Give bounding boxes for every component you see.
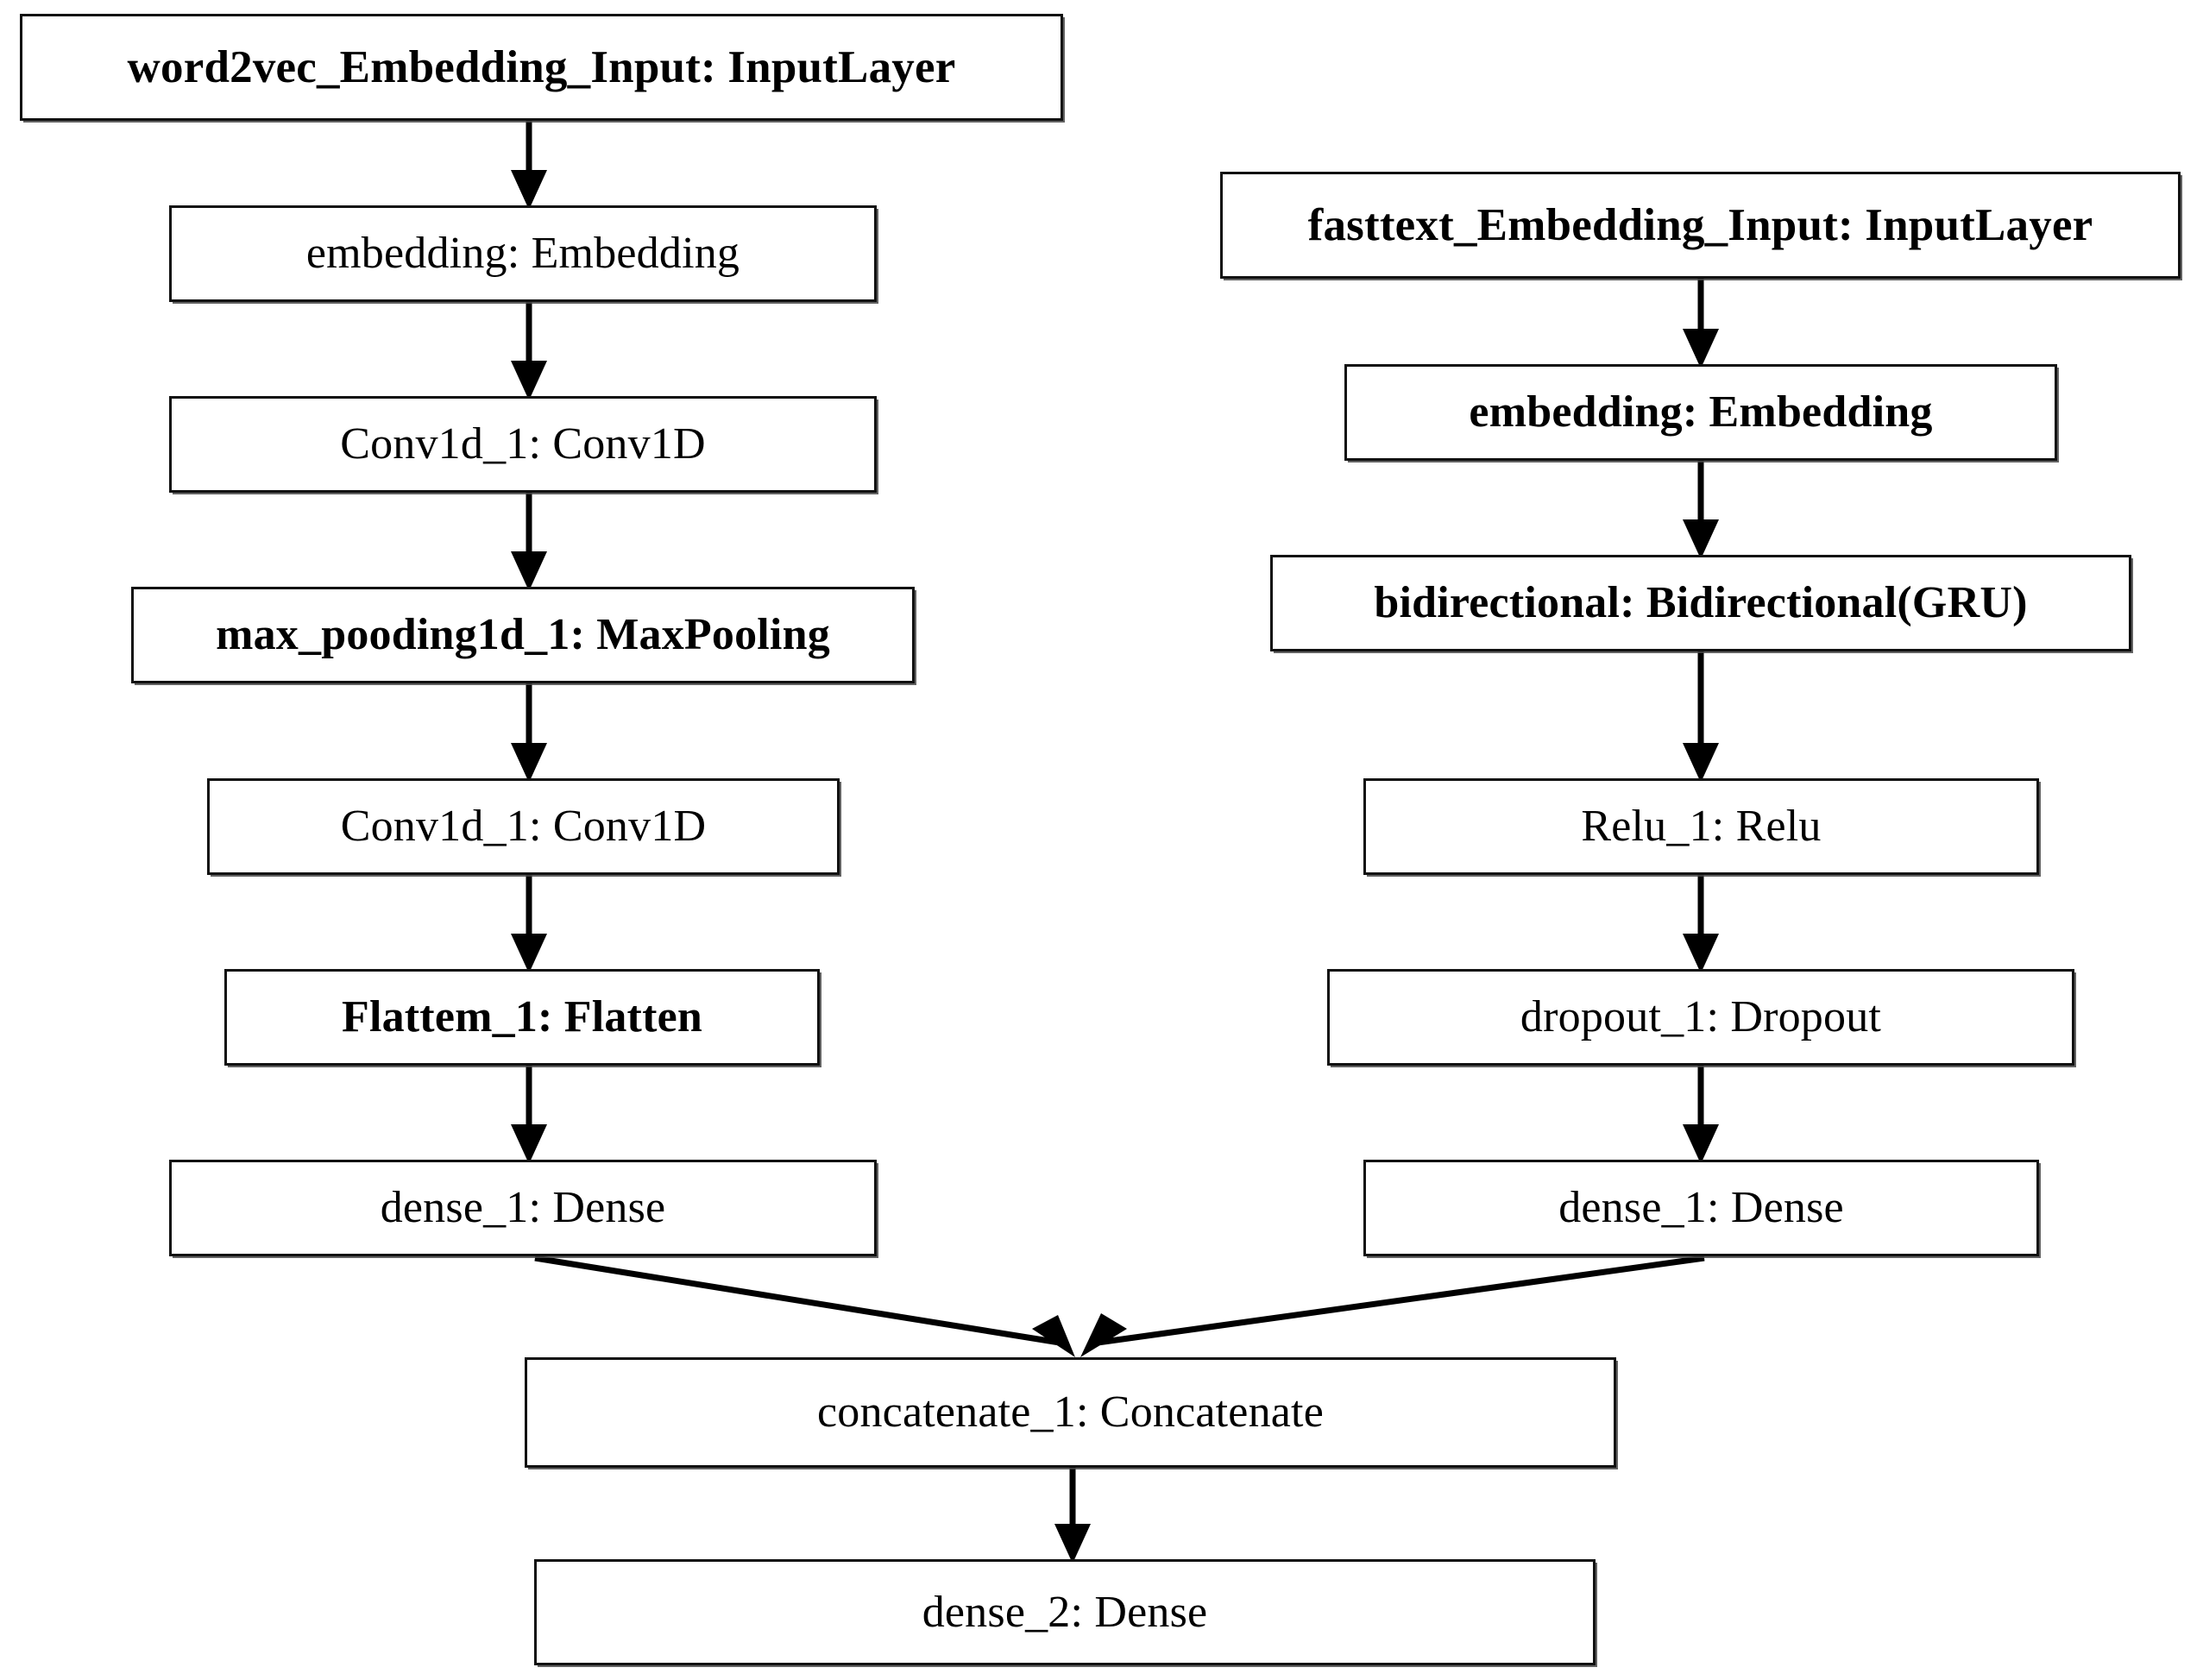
node-label-relu_right: Relu_1: Relu [1581, 802, 1822, 851]
node-dropout_right[interactable]: dropout_1: Dropout [1327, 969, 2074, 1066]
arrowhead-word2vec-to-embedding [511, 170, 547, 210]
node-concatenate[interactable]: concatenate_1: Concatenate [525, 1357, 1616, 1468]
arrowhead-relu-to-dropout [1683, 934, 1719, 973]
arrowhead-embedding-right-to-bidirectional [1683, 519, 1719, 559]
node-word2vec_input[interactable]: word2vec_Embedding_Input: InputLayer [20, 14, 1063, 121]
node-bidirectional_right[interactable]: bidirectional: Bidirectional(GRU) [1270, 555, 2131, 651]
node-label-maxpooling_left: max_pooding1d_1: MaxPooling [216, 610, 830, 659]
node-dense_left[interactable]: dense_1: Dense [169, 1160, 877, 1256]
arrowhead-conv1-to-maxpool [511, 551, 547, 591]
node-maxpooling_left[interactable]: max_pooding1d_1: MaxPooling [131, 587, 915, 683]
node-label-bidirectional_right: bidirectional: Bidirectional(GRU) [1374, 578, 2028, 627]
node-label-dropout_right: dropout_1: Dropout [1520, 992, 1882, 1041]
node-conv1d_left_2[interactable]: Conv1d_1: Conv1D [207, 778, 840, 875]
arrowhead-concatenate-to-dense2 [1054, 1524, 1091, 1564]
arrowhead-fasttext-to-embedding-right [1683, 329, 1719, 368]
edge-dense-left-to-concatenate [534, 1255, 1061, 1346]
node-conv1d_left_1[interactable]: Conv1d_1: Conv1D [169, 396, 877, 493]
node-dense_right[interactable]: dense_1: Dense [1363, 1160, 2039, 1256]
node-label-fasttext_input: fasttext_Embedding_Input: InputLayer [1307, 199, 2093, 250]
node-label-embedding_left: embedding: Embedding [305, 229, 740, 278]
arrowhead-flatten-to-dense-left [511, 1124, 547, 1164]
node-label-dense_left: dense_1: Dense [380, 1183, 666, 1232]
arrowhead-bidirectional-to-relu [1683, 743, 1719, 783]
node-label-dense_right: dense_1: Dense [1558, 1183, 1844, 1232]
arrowhead-dense-right-to-concatenate [1080, 1313, 1127, 1357]
arrowhead-dropout-to-dense-right [1683, 1124, 1719, 1164]
node-label-conv1d_left_1: Conv1d_1: Conv1D [340, 419, 706, 469]
node-label-embedding_right: embedding: Embedding [1469, 387, 1933, 437]
node-embedding_right[interactable]: embedding: Embedding [1344, 364, 2057, 461]
node-label-dense_2: dense_2: Dense [922, 1587, 1208, 1637]
node-label-conv1d_left_2: Conv1d_1: Conv1D [340, 802, 707, 851]
arrowhead-maxpool-to-conv2 [511, 743, 547, 783]
node-dense_2[interactable]: dense_2: Dense [534, 1559, 1596, 1665]
node-label-word2vec_input: word2vec_Embedding_Input: InputLayer [127, 41, 956, 92]
node-flatten_left[interactable]: Flattem_1: Flatten [224, 969, 820, 1066]
arrowhead-dense-left-to-concatenate [1032, 1315, 1075, 1357]
node-relu_right[interactable]: Relu_1: Relu [1363, 778, 2039, 875]
arrowhead-conv2-to-flatten [511, 934, 547, 973]
node-label-concatenate: concatenate_1: Concatenate [816, 1387, 1324, 1437]
node-label-flatten_left: Flattem_1: Flatten [341, 992, 702, 1041]
edge-dense-right-to-concatenate [1097, 1255, 1705, 1346]
arrowhead-embedding-to-conv1 [511, 361, 547, 400]
node-fasttext_input[interactable]: fasttext_Embedding_Input: InputLayer [1220, 172, 2181, 279]
node-embedding_left[interactable]: embedding: Embedding [169, 205, 877, 302]
